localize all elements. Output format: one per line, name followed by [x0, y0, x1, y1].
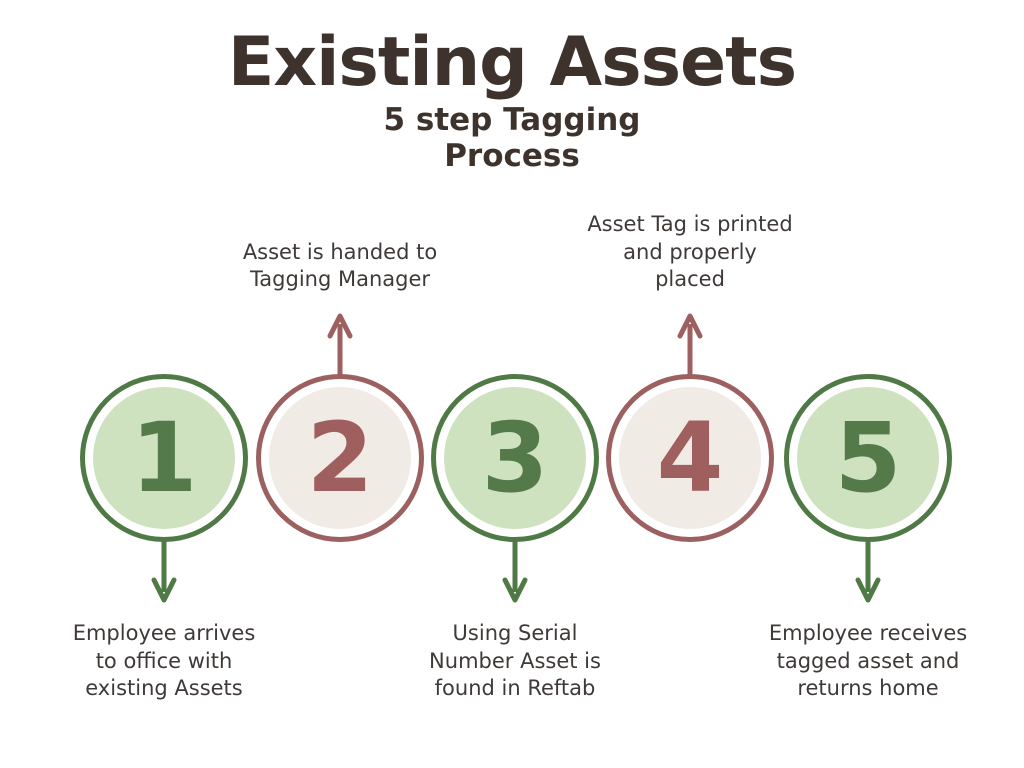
- step-1: 1 Employee arrives to office with existi…: [34, 0, 294, 768]
- step-1-caption: Employee arrives to office with existing…: [72, 621, 256, 701]
- step-5-number: 5: [834, 402, 902, 514]
- step-5-disc: 5: [797, 387, 939, 529]
- step-2-disc: 2: [269, 387, 411, 529]
- step-3-circle[interactable]: 3: [431, 374, 599, 542]
- step-4-circle[interactable]: 4: [606, 374, 774, 542]
- step-1-disc: 1: [93, 387, 235, 529]
- step-3-caption: Using Serial Number Asset is found in Re…: [429, 621, 601, 701]
- step-4-disc: 4: [619, 387, 761, 529]
- step-4-arrow-up-icon: [677, 312, 703, 378]
- step-1-number: 1: [130, 402, 198, 514]
- step-5: 5 Employee receives tagged asset and ret…: [738, 0, 998, 768]
- step-3-number: 3: [481, 402, 549, 514]
- step-2-number: 2: [306, 402, 374, 514]
- step-3: 3 Using Serial Number Asset is found in …: [385, 0, 645, 768]
- step-5-caption: Employee receives tagged asset and retur…: [768, 621, 968, 701]
- step-2-arrow-up-icon: [327, 312, 353, 378]
- step-1-arrow-down-icon: [151, 538, 177, 604]
- step-4-number: 4: [656, 402, 724, 514]
- step-2: 2 Asset is handed to Tagging Manager: [210, 0, 470, 768]
- step-2-caption: Asset is handed to Tagging Manager: [242, 239, 438, 292]
- page-title: Existing Assets: [227, 23, 797, 102]
- step-5-circle[interactable]: 5: [784, 374, 952, 542]
- step-3-disc: 3: [444, 387, 586, 529]
- heading-block: Existing Assets 5 step Tagging Process: [0, 28, 1024, 175]
- step-3-arrow-down-icon: [502, 538, 528, 604]
- page-subtitle: 5 step Tagging Process: [383, 102, 641, 174]
- step-1-circle[interactable]: 1: [80, 374, 248, 542]
- step-4: 4 Asset Tag is printed and properly plac…: [560, 0, 820, 768]
- step-2-circle[interactable]: 2: [256, 374, 424, 542]
- step-4-caption: Asset Tag is printed and properly placed: [587, 211, 793, 292]
- step-5-arrow-down-icon: [855, 538, 881, 604]
